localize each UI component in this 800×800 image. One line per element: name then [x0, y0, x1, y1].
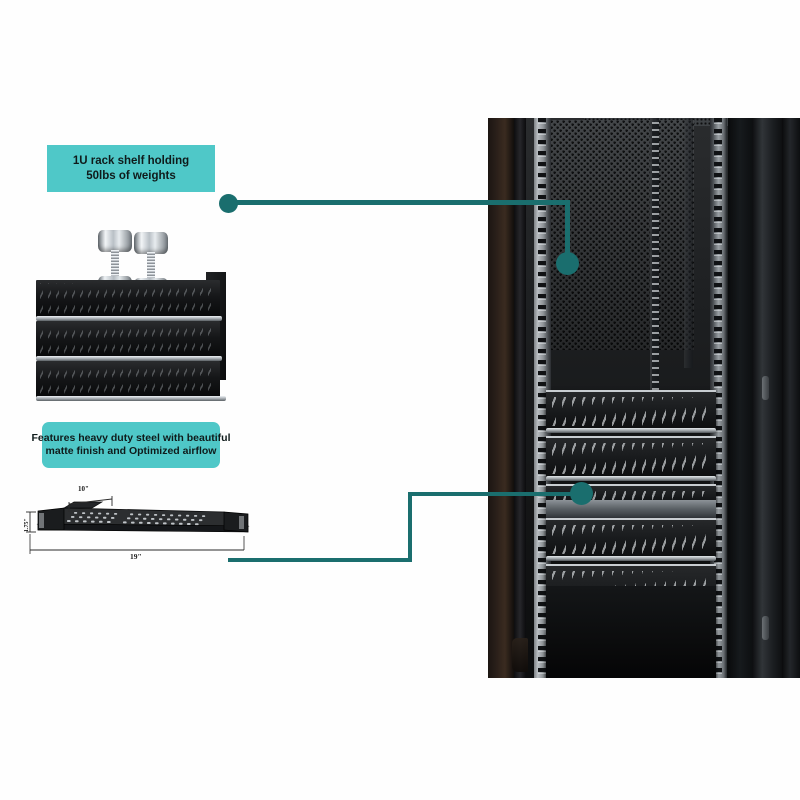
callout-capacity: 1U rack shelf holding 50lbs of weights	[47, 145, 215, 192]
shelf-with-weights-photo	[36, 230, 226, 401]
callout-capacity-line1: 1U rack shelf holding	[72, 154, 190, 167]
dumbbell-handle	[111, 250, 119, 280]
callout-material-line2: matte finish and Optimized airflow	[45, 445, 217, 457]
depth-dimension-label: 10"	[78, 485, 89, 493]
rack-rear-post-2	[684, 118, 693, 368]
rack-shelf	[546, 436, 716, 478]
rack-rear-hole-strip	[652, 122, 659, 412]
dumbbell-handle	[147, 252, 155, 282]
dumbbell-top-weight	[134, 232, 168, 254]
shelf-rack-ear-right	[223, 511, 249, 533]
leader-capacity-target-dot	[556, 252, 579, 275]
width-dimension-label: 19"	[130, 552, 142, 561]
leader-material-upper-horizontal	[408, 492, 583, 496]
stacked-shelf	[36, 321, 220, 358]
leader-capacity-horizontal	[228, 200, 570, 205]
shelf-ear-slot-right	[239, 516, 244, 529]
shelf-rear-flange	[62, 501, 104, 509]
callout-capacity-line2: 50lbs of weights	[86, 169, 176, 182]
rack-shelf-lip	[546, 556, 716, 561]
callout-material-line1: Features heavy duty steel with beautiful	[31, 431, 231, 444]
stacked-shelf	[36, 361, 220, 398]
shelf-ear-slot-left	[39, 513, 44, 528]
rack-left-door-edge	[488, 118, 514, 678]
depth-dim-line	[68, 498, 113, 505]
stacked-shelf-rail	[36, 356, 222, 361]
rack-shelf-lip	[546, 428, 716, 433]
stacked-shelf	[36, 280, 220, 318]
dumbbell-top-weight	[98, 230, 132, 252]
leader-material-vertical	[408, 492, 412, 562]
leader-material-target-dot	[570, 482, 593, 505]
shelf-dimension-diagram: 10" 1.75" 19"	[12, 480, 252, 570]
height-dimension-label: 1.75"	[24, 518, 30, 532]
rack-door-handle	[762, 616, 769, 640]
rack-caster	[512, 638, 528, 672]
rack-shelf	[546, 518, 716, 558]
rack-door-handle	[762, 376, 769, 400]
stacked-shelf-rail	[36, 396, 226, 401]
callout-material: Features heavy duty steel with beautiful…	[32, 422, 230, 468]
shelf-deck	[36, 507, 250, 527]
rack-cabinet-photo	[488, 118, 800, 678]
rack-shelf-lip	[546, 476, 716, 481]
stacked-shelf-rail	[36, 316, 222, 321]
rack-shelf-underside	[546, 500, 716, 520]
leader-material-lower-horizontal	[228, 558, 412, 562]
rack-left-frame	[514, 118, 526, 678]
leader-capacity-vertical	[565, 200, 570, 258]
rack-outer-edge	[782, 118, 800, 678]
rack-right-frame	[752, 118, 786, 678]
shelf-rack-ear-left	[37, 507, 65, 531]
shelf-perforations	[67, 512, 206, 526]
shelf-diagram-svg	[26, 496, 250, 554]
rack-base-floor	[546, 586, 716, 678]
rack-shelf	[546, 390, 716, 430]
